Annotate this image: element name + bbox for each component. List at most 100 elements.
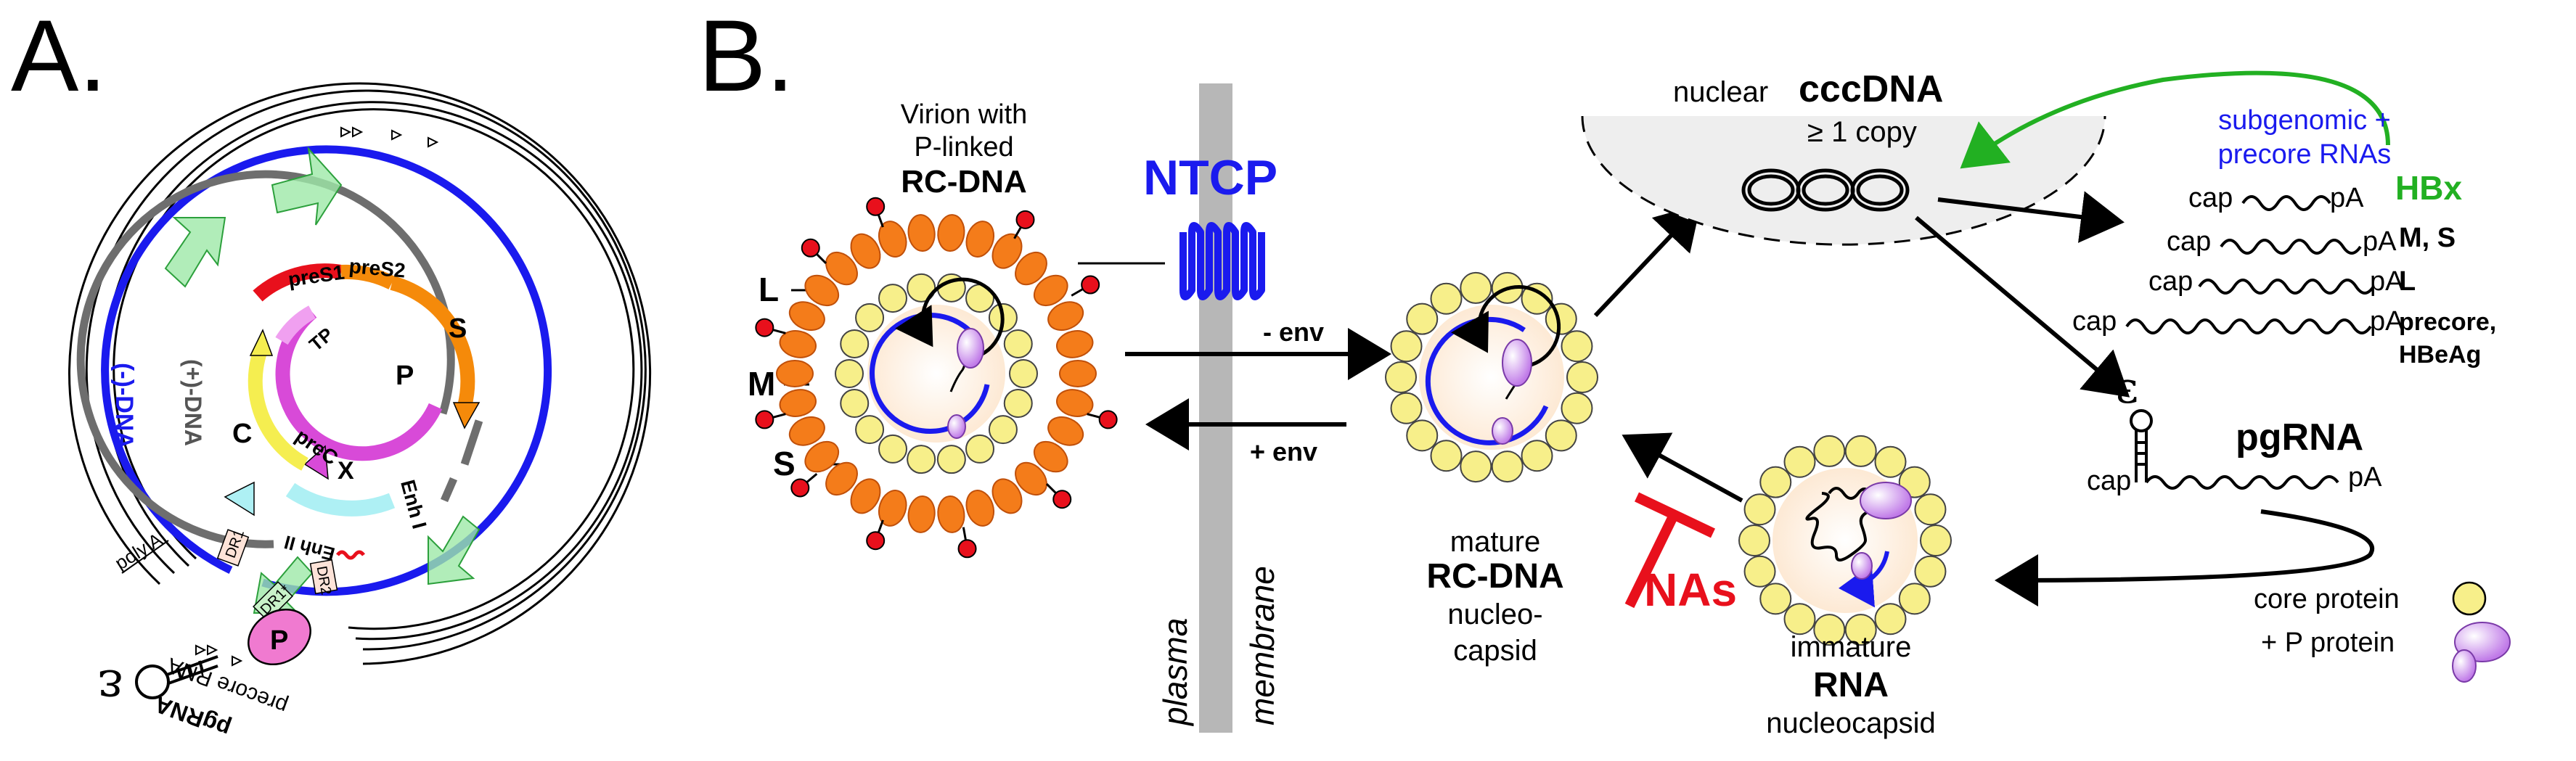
- transcript-outer-2: [85, 89, 647, 651]
- p-protein-swatch-small: [2452, 649, 2477, 683]
- rna-3-strand: [2198, 279, 2375, 295]
- rna-1-pa: pA: [2330, 183, 2364, 213]
- capsid-subunit: [855, 303, 885, 332]
- capsid-subunit: [1545, 303, 1577, 335]
- p-gene-label: P: [396, 361, 414, 391]
- capsid-subunit: [1743, 555, 1776, 588]
- hbx-feedback-arrow: [1960, 70, 2390, 169]
- rna-2: cap pA: [2167, 226, 2397, 257]
- mature-sub-label-2: capsid: [1453, 635, 1537, 667]
- immature-pgrna: [1805, 487, 1877, 562]
- promoter-arrow: [271, 146, 343, 226]
- l-protein-pres1: [1052, 490, 1072, 509]
- capsid-subunit: [1406, 419, 1439, 452]
- pgrna-stem-loop: [135, 655, 218, 699]
- epsilon-label-a: ε: [98, 659, 123, 716]
- polymerase-a-label: P: [270, 625, 288, 656]
- rna-1: cap pA: [2188, 183, 2364, 213]
- cccdna-loop: [1856, 174, 1904, 206]
- nuclear-label: nuclear: [1673, 76, 1768, 108]
- cccdna-loop: [1802, 174, 1849, 206]
- protein-ms-label: M, S: [2399, 223, 2456, 253]
- pres1-label: preS1: [287, 260, 345, 291]
- envelope-protein: [991, 478, 1023, 514]
- encapsidation-arrow: [1995, 509, 2375, 606]
- p-gene-arrowhead: [303, 445, 329, 480]
- capsid-subunit: [1874, 445, 1907, 478]
- envelope-protein: [965, 490, 995, 527]
- stem-loop: [2130, 409, 2153, 432]
- plus-dna-strand: [76, 170, 455, 548]
- p-protein-label: + P protein: [2261, 628, 2395, 658]
- capsid-subunit: [835, 359, 864, 388]
- capsid-subunit: [1521, 282, 1553, 315]
- virion-plus-dna: [895, 277, 1005, 361]
- protein-hbeag-label: HBeAg: [2399, 341, 2481, 369]
- virion-envelope: [776, 214, 1097, 533]
- import-arrow: [1593, 204, 1701, 318]
- stem-rung: [198, 660, 204, 672]
- cccdna-loop: [1747, 174, 1795, 206]
- capsid-subunit: [1844, 614, 1877, 646]
- transcription-arrow-pgrna: [1915, 215, 2130, 398]
- envelope-protein: [1033, 274, 1068, 307]
- transcript-arrowhead: [195, 644, 207, 656]
- capsid-subunit: [840, 389, 870, 419]
- stem-rung: [187, 664, 193, 675]
- capsid-subunit: [1545, 419, 1577, 452]
- nas-label: NAs: [1644, 564, 1737, 616]
- capsid-subunit: [1460, 451, 1492, 483]
- pres2-label: preS2: [348, 255, 406, 282]
- copy-label: ≥ 1 copy: [1807, 116, 1917, 148]
- l-protein-pres1: [957, 539, 977, 559]
- envelope-protein: [825, 461, 858, 496]
- transcript-outer-1: [68, 82, 651, 665]
- virion-title-2: P-linked: [914, 132, 1013, 163]
- capsid-subunit: [1003, 329, 1033, 358]
- capsid-subunit: [1783, 445, 1816, 478]
- minus-dna-label: (-)-DNA: [110, 363, 138, 449]
- capsid-subunit: [1759, 466, 1792, 498]
- envelope-protein: [788, 416, 825, 446]
- virion-capsid: [835, 273, 1038, 474]
- hbx-label: HBx: [2395, 169, 2462, 207]
- pgrna-cap: cap: [2087, 466, 2131, 496]
- plus-dna-dash: [440, 477, 458, 503]
- capsid-subunit: [1009, 359, 1038, 388]
- transcript-arrowhead: [428, 136, 439, 148]
- protein-precore-label: precore,: [2399, 308, 2496, 336]
- cccdna-label: cccDNA: [1799, 68, 1943, 110]
- mature-polymerase: [1502, 339, 1532, 387]
- immature-label: immature: [1791, 631, 1912, 663]
- envelope-protein: [804, 274, 840, 307]
- core-protein-swatch: [2452, 581, 2487, 616]
- rna-1-cap: cap: [2188, 183, 2233, 213]
- mature-bold-label: RC-DNA: [1426, 557, 1563, 596]
- minus-env-label: - env: [1263, 317, 1324, 347]
- envelope-protein: [1015, 461, 1047, 496]
- reverse-transcription-arrow: [1622, 432, 1743, 503]
- envelope-protein: [907, 495, 936, 533]
- l-protein-pres1: [1081, 275, 1100, 295]
- envelope-protein: [776, 360, 814, 387]
- transcript-lines: [68, 82, 651, 665]
- membrane-label-plasma: plasma: [1156, 618, 1194, 727]
- mature-core-interior: [1419, 305, 1564, 450]
- capsid-subunit: [1430, 440, 1463, 472]
- l-protein-pres1: [866, 197, 886, 216]
- envelope-protein: [850, 478, 881, 514]
- dr1-star-box: [253, 581, 293, 622]
- envelope-protein: [965, 221, 995, 258]
- envelope-protein: [907, 214, 936, 252]
- panel-b: B. Virion with P-linked RC-DNA L M S pla…: [698, 0, 2511, 739]
- envelope-protein: [1047, 416, 1084, 446]
- pgrna-label-a: pgRNA: [151, 691, 234, 742]
- capsid-subunit: [1759, 583, 1792, 615]
- capsid-subunit: [1914, 555, 1947, 588]
- l-protein-pres1: [755, 410, 774, 429]
- plus-dna-label: (+)-DNA: [180, 359, 206, 446]
- transcript-arrowhead: [232, 655, 243, 667]
- rna-4: cap pA: [2072, 306, 2404, 337]
- capsid-subunit: [878, 434, 907, 464]
